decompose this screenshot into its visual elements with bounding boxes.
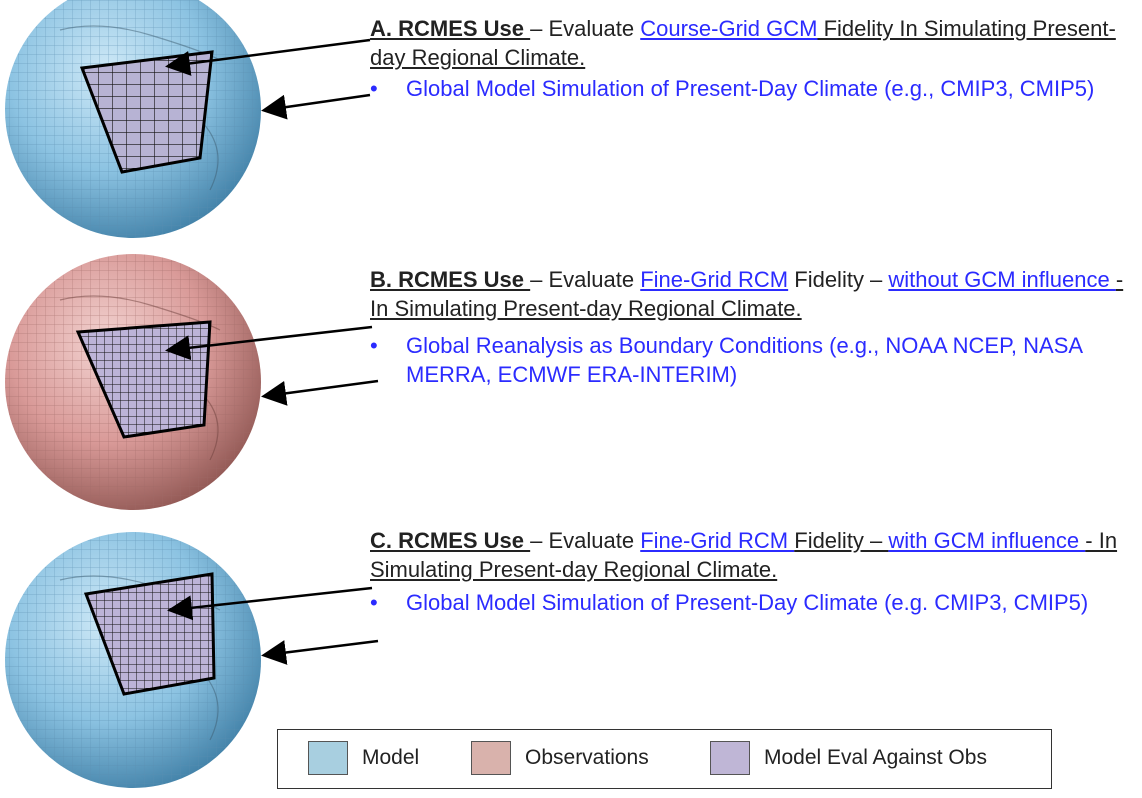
panel-c-bullet-text: Global Model Simulation of Present-Day C…: [406, 590, 1089, 615]
globe-a: [5, 0, 261, 238]
legend: Model Observations Model Eval Against Ob…: [277, 729, 1052, 789]
bullet-icon: •: [370, 590, 378, 615]
panel-a-bullet-text: Global Model Simulation of Present-Day C…: [406, 76, 1095, 101]
legend-label-model: Model: [362, 746, 420, 769]
panel-b-link2[interactable]: without GCM influence: [888, 267, 1116, 292]
legend-label-eval: Model Eval Against Obs: [764, 746, 987, 769]
panel-c-dash: – Evaluate: [530, 528, 641, 553]
legend-label-observations: Observations: [525, 746, 649, 769]
panel-c: C. RCMES Use – Evaluate Fine-Grid RCM Fi…: [370, 526, 1130, 617]
panel-b-after1: Fidelity –: [788, 267, 889, 292]
panel-c-bullet: • Global Model Simulation of Present-Day…: [370, 588, 1130, 617]
panel-b: B. RCMES Use – Evaluate Fine-Grid RCM Fi…: [370, 265, 1130, 389]
panel-c-link1[interactable]: Fine-Grid RCM: [640, 528, 795, 553]
legend-swatch-eval: [710, 741, 750, 775]
legend-swatch-observations: [471, 741, 511, 775]
legend-item-model: Model: [308, 740, 419, 776]
arrow-b-grid: [165, 325, 373, 361]
panel-a-dash: – Evaluate: [530, 16, 641, 41]
panel-b-link1[interactable]: Fine-Grid RCM: [640, 267, 789, 292]
panel-b-label: B. RCMES Use: [370, 267, 531, 292]
panel-c-label: C. RCMES Use: [370, 528, 531, 553]
legend-item-eval: Model Eval Against Obs: [710, 740, 987, 776]
panel-b-bullet: • Global Reanalysis as Boundary Conditio…: [370, 331, 1130, 389]
panel-a-bullet: • Global Model Simulation of Present-Day…: [370, 74, 1130, 103]
panel-a-label: A. RCMES Use: [370, 16, 531, 41]
arrow-a-grid: [165, 38, 371, 76]
arrow-c-globe: [261, 639, 379, 665]
arrow-c-grid: [167, 586, 373, 621]
panel-c-after1: Fidelity –: [794, 528, 889, 553]
arrow-b-globe: [261, 379, 379, 406]
bullet-icon: •: [370, 333, 378, 358]
legend-swatch-model: [308, 741, 348, 775]
arrow-a-globe: [261, 93, 371, 120]
panel-a: A. RCMES Use – Evaluate Course-Grid GCM …: [370, 14, 1130, 103]
globe-c: [5, 532, 261, 788]
panel-c-after2: - In Simulating Present-day Regional Cli…: [370, 528, 1118, 582]
panel-b-bullet-text: Global Reanalysis as Boundary Conditions…: [406, 333, 1082, 387]
globe-b: [5, 254, 261, 510]
panel-a-link1[interactable]: Course-Grid GCM: [640, 16, 818, 41]
panel-b-heading: B. RCMES Use – Evaluate Fine-Grid RCM Fi…: [370, 265, 1130, 323]
panel-c-heading: C. RCMES Use – Evaluate Fine-Grid RCM Fi…: [370, 526, 1130, 584]
panel-a-after1: Fidelity In Simulating Present-day Regio…: [370, 16, 1116, 70]
panel-c-link2[interactable]: with GCM influence: [888, 528, 1086, 553]
panel-b-after2: - In Simulating Present-day Regional Cli…: [370, 267, 1124, 321]
panel-a-heading: A. RCMES Use – Evaluate Course-Grid GCM …: [370, 14, 1130, 72]
legend-item-observations: Observations: [471, 740, 649, 776]
bullet-icon: •: [370, 76, 378, 101]
panel-b-dash: – Evaluate: [530, 267, 641, 292]
